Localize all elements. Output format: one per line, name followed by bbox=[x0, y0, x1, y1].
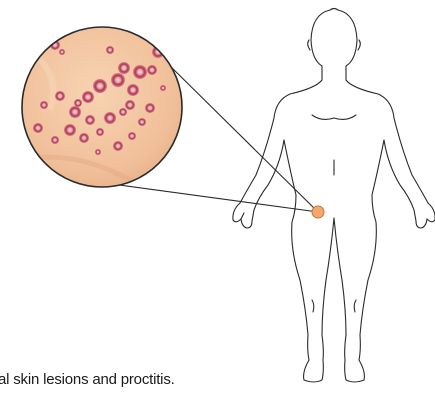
lesion-spot bbox=[127, 84, 139, 96]
lesion-spot bbox=[69, 106, 81, 118]
lesion-spot bbox=[128, 132, 136, 140]
lesion-spot bbox=[82, 91, 94, 103]
lesion-spot bbox=[55, 91, 65, 101]
lesion-spot bbox=[33, 123, 43, 133]
lesion-spot bbox=[138, 118, 146, 126]
lesion-spot bbox=[59, 49, 65, 55]
lesion-spot bbox=[104, 112, 116, 124]
magnified-lesion-view bbox=[20, 27, 190, 187]
lesion-spot bbox=[40, 101, 48, 109]
lesion-spot bbox=[160, 85, 166, 91]
lesion-spot bbox=[96, 128, 104, 136]
leader-line-bottom bbox=[119, 185, 318, 212]
lesion-spot bbox=[95, 149, 101, 155]
lesion-spot bbox=[152, 46, 164, 58]
lesion-spot bbox=[133, 65, 147, 79]
lesion-spot bbox=[79, 133, 89, 143]
lesion-spot bbox=[113, 141, 123, 151]
lesion-spot bbox=[64, 124, 76, 136]
caption-text: al skin lesions and proctitis. bbox=[0, 371, 298, 388]
affected-site-marker bbox=[312, 206, 324, 218]
lesion-spot bbox=[51, 136, 59, 144]
lesion-spot bbox=[74, 99, 82, 107]
lesion-spot bbox=[147, 65, 157, 75]
lesion-spot bbox=[119, 108, 127, 116]
lesion-spot bbox=[145, 103, 155, 113]
lesion-spot bbox=[125, 100, 135, 110]
lesion-spot bbox=[93, 79, 107, 93]
lesion-spot bbox=[118, 62, 130, 74]
lesion-spot bbox=[145, 31, 155, 41]
lesion-spot bbox=[106, 46, 114, 54]
human-body-outline-icon bbox=[233, 9, 435, 383]
lesion-spot bbox=[85, 115, 95, 125]
lesion-spot bbox=[111, 73, 125, 87]
